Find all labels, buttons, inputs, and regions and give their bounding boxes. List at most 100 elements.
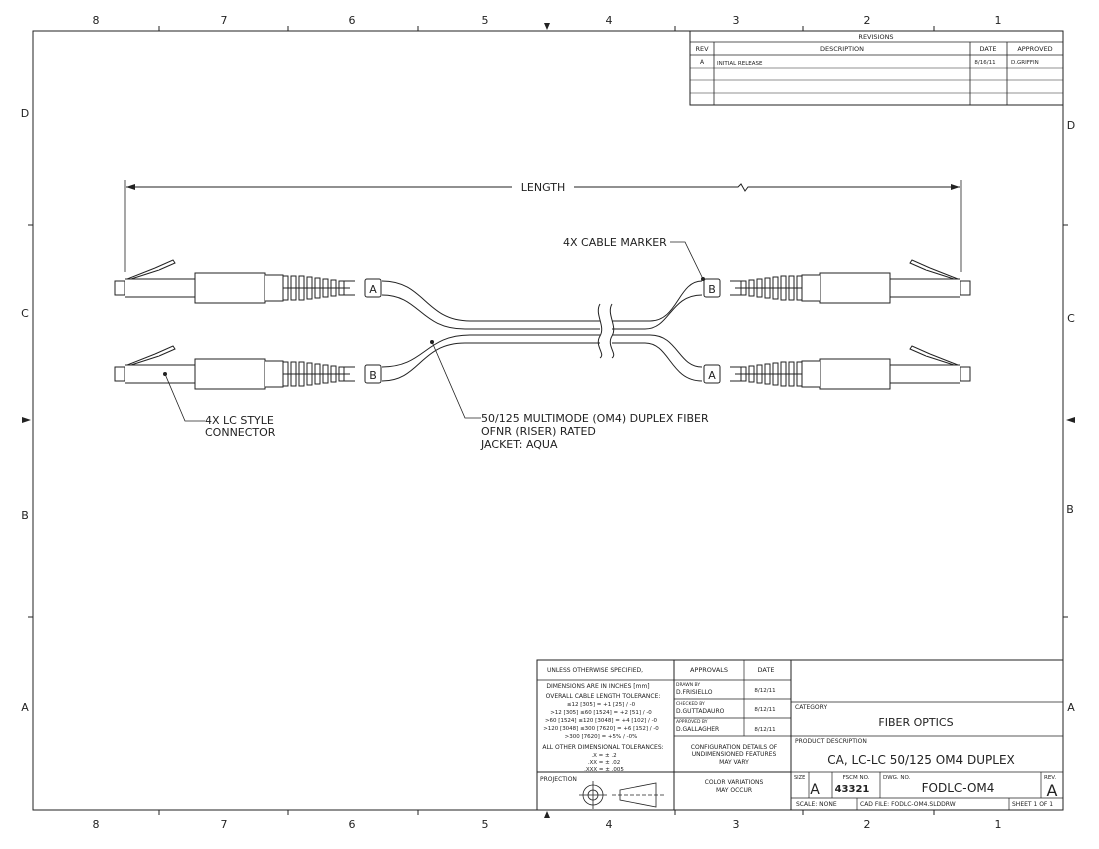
cable-marker-b-label: B	[369, 369, 377, 382]
rev-row-date: 8/16/11	[974, 60, 995, 66]
config-note-3: MAY VARY	[719, 759, 749, 766]
color-note-1: COLOR VARIATIONS	[705, 779, 764, 786]
rev-header-rev: REV	[695, 45, 709, 53]
zone-col-3-bottom: 3	[733, 818, 740, 831]
fiber-note-line-3: JACKET: AQUA	[480, 438, 558, 451]
cable-marker-a-label: A	[708, 369, 716, 382]
length-dimension: LENGTH	[124, 179, 962, 272]
zone-row-a-right: A	[1067, 701, 1075, 714]
third-angle-projection-icon	[579, 781, 664, 809]
approvals-date-header: DATE	[758, 666, 775, 674]
connector-note-line-1: 4X LC STYLE	[205, 414, 274, 427]
lc-connector-bottom-right	[729, 345, 971, 390]
zone-col-4-bottom: 4	[606, 818, 613, 831]
zone-col-2: 2	[864, 14, 871, 27]
checked-by-name: D.GUTTADAURO	[676, 708, 725, 715]
cable-marker-top-left: A	[364, 278, 382, 298]
zone-ticks	[28, 26, 1068, 815]
scale-text: SCALE: NONE	[796, 801, 837, 808]
cable-marker-callout-text: 4X CABLE MARKER	[563, 236, 667, 249]
zone-row-d-right: D	[1067, 119, 1075, 132]
fscm-label: FSCM NO.	[843, 775, 870, 781]
fiber-note-line-2: OFNR (RISER) RATED	[481, 425, 596, 438]
rev-row-approved: D.GRIFFIN	[1011, 60, 1039, 66]
connector-callout: 4X LC STYLE CONNECTOR	[163, 372, 276, 439]
cable-marker-bottom-right: A	[703, 364, 721, 384]
tol-other-title: ALL OTHER DIMENSIONAL TOLERANCES:	[542, 744, 663, 751]
approved-by-role: APPROVED BY	[676, 719, 708, 725]
drawn-by-role: DRAWN BY	[676, 682, 700, 688]
cable-marker-callout: 4X CABLE MARKER	[563, 236, 705, 281]
zone-row-b-left: B	[21, 509, 29, 522]
lc-connector-top-left	[114, 259, 356, 304]
tol-line-2: DIMENSIONS ARE IN INCHES [mm]	[546, 683, 649, 690]
tol-row-3: >60 [1524] ≤120 [3048] = +4 [102] / -0	[545, 718, 658, 724]
revisions-table: REVISIONS REV DESCRIPTION DATE APPROVED …	[689, 30, 1064, 106]
sheet-text: SHEET 1 OF 1	[1012, 801, 1053, 808]
approvals-header: APPROVALS	[690, 666, 728, 674]
title-block: UNLESS OTHERWISE SPECIFIED, DIMENSIONS A…	[536, 659, 1064, 811]
dwg-no-value: FODLC-OM4	[922, 781, 995, 795]
rev-row-description: INITIAL RELEASE	[717, 61, 763, 67]
zone-col-6: 6	[349, 14, 356, 27]
fiber-note-line-1: 50/125 MULTIMODE (OM4) DUPLEX FIBER	[481, 412, 709, 425]
cad-file-text: CAD FILE: FODLC-OM4.SLDDRW	[860, 801, 956, 808]
projection-label: PROJECTION	[540, 776, 577, 783]
cable-marker-top-right: B	[703, 278, 721, 298]
size-label: SIZE	[794, 775, 805, 781]
tol-line-1: UNLESS OTHERWISE SPECIFIED,	[547, 667, 643, 674]
fiber-cables	[381, 280, 703, 382]
category-value: FIBER OPTICS	[878, 716, 953, 729]
tol-other-3: .XXX = ± .005	[584, 767, 624, 773]
zone-col-4: 4	[606, 14, 613, 27]
tol-row-2: >12 [305] ≤60 [1524] = +2 [51] / -0	[550, 710, 652, 716]
zone-row-c-left: C	[21, 307, 29, 320]
drawn-by-name: D.FRISIELLO	[676, 689, 713, 696]
checked-by-date: 8/12/11	[754, 707, 775, 713]
lc-connector-bottom-left	[114, 345, 356, 390]
tol-other-2: .XX = ± .02	[588, 760, 621, 766]
config-note-1: CONFIGURATION DETAILS OF	[691, 744, 778, 751]
rev-value: A	[1047, 781, 1058, 800]
rev-label: REV.	[1044, 775, 1056, 781]
rev-header-description: DESCRIPTION	[820, 45, 864, 53]
cable-break-symbol	[597, 303, 615, 359]
dwg-no-label: DWG. NO.	[883, 775, 911, 781]
connector-note-line-2: CONNECTOR	[205, 426, 276, 439]
zone-col-3: 3	[733, 14, 740, 27]
category-label: CATEGORY	[795, 704, 827, 711]
zone-col-5: 5	[482, 14, 489, 27]
product-description-value: CA, LC-LC 50/125 OM4 DUPLEX	[827, 753, 1015, 767]
zone-row-labels: D C B A D C B A	[21, 107, 1075, 714]
fiber-callout: 50/125 MULTIMODE (OM4) DUPLEX FIBER OFNR…	[430, 340, 709, 451]
tol-row-5: >300 [7620] = +5% / -0%	[565, 734, 638, 740]
tol-other-1: .X = ± .2	[591, 753, 616, 759]
zone-col-1: 1	[995, 14, 1002, 27]
zone-col-5-bottom: 5	[482, 818, 489, 831]
zone-col-7: 7	[221, 14, 228, 27]
rev-header-approved: APPROVED	[1017, 45, 1052, 53]
cable-marker-a-label: A	[369, 283, 377, 296]
zone-column-labels-top: 8 7 6 5 4 3 2 1	[93, 14, 1002, 27]
fscm-value: 43321	[835, 784, 870, 795]
tol-row-1: ≤12 [305] = +1 [25] / -0	[567, 702, 636, 708]
cable-marker-bottom-left: B	[364, 364, 382, 384]
approved-by-date: 8/12/11	[754, 727, 775, 733]
zone-col-7-bottom: 7	[221, 818, 228, 831]
zone-col-8: 8	[93, 14, 100, 27]
cable-marker-b-label: B	[708, 283, 716, 296]
zone-column-labels-bottom: 8 7 6 5 4 3 2 1	[93, 818, 1002, 831]
checked-by-role: CHECKED BY	[676, 701, 705, 707]
approved-by-name: D.GALLAGHER	[676, 726, 719, 733]
revisions-title: REVISIONS	[858, 33, 893, 41]
zone-row-a-left: A	[21, 701, 29, 714]
product-description-label: PRODUCT DESCRIPTION	[795, 738, 867, 745]
size-value: A	[810, 782, 820, 798]
centering-arrows	[22, 23, 1075, 818]
rev-row-rev: A	[700, 59, 705, 66]
zone-col-2-bottom: 2	[864, 818, 871, 831]
zone-col-8-bottom: 8	[93, 818, 100, 831]
color-note-2: MAY OCCUR	[716, 787, 752, 794]
zone-row-c-right: C	[1067, 312, 1075, 325]
